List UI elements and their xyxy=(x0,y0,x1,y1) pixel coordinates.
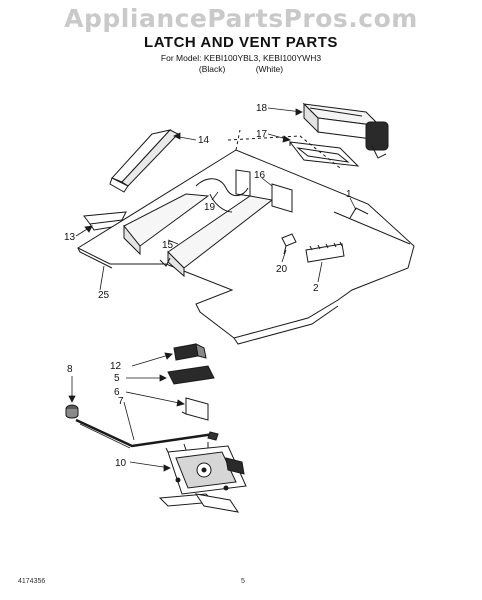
part-6-latch-bracket[interactable] xyxy=(181,397,209,421)
part-14-vent-duct[interactable] xyxy=(109,129,179,193)
part-17-vent-plate[interactable] xyxy=(288,141,360,167)
part-2-terminal-block[interactable] xyxy=(305,241,345,263)
page-number: 5 xyxy=(241,578,245,585)
part-8-knob[interactable] xyxy=(65,404,79,419)
leader-lines xyxy=(68,107,357,472)
callout-25: 25 xyxy=(98,290,110,301)
variant-white: (White) xyxy=(255,64,284,74)
callout-14: 14 xyxy=(198,135,210,146)
callout-19: 19 xyxy=(204,202,216,213)
diagram-title: LATCH AND VENT PARTS xyxy=(144,34,338,51)
callout-5: 5 xyxy=(114,373,120,384)
callout-15: 15 xyxy=(162,240,174,251)
part-20-clip[interactable] xyxy=(281,233,297,255)
callout-6: 6 xyxy=(114,387,120,398)
part-1-top-panel[interactable] xyxy=(76,129,415,345)
part-10-latch-assembly[interactable] xyxy=(158,442,247,513)
part-5-mount-plate[interactable] xyxy=(167,365,215,385)
callout-17: 17 xyxy=(256,129,268,140)
callout-1: 1 xyxy=(346,189,352,200)
variant-black: (Black) xyxy=(198,64,226,74)
part-12-latch-switch[interactable] xyxy=(173,343,207,361)
callout-16: 16 xyxy=(254,170,266,181)
watermark: AppliancePartsPros.com xyxy=(64,4,418,33)
model-numbers: For Model: KEBI100YBL3, KEBI100YWH3 xyxy=(160,53,322,63)
callout-20: 20 xyxy=(276,264,288,275)
part-16-bracket[interactable] xyxy=(235,169,293,213)
callout-18: 18 xyxy=(256,103,268,114)
callout-8: 8 xyxy=(67,364,73,375)
part-18-vent-motor[interactable] xyxy=(302,102,389,159)
document-number: 4174356 xyxy=(18,578,46,585)
model-variants: (Black) (White) xyxy=(0,64,482,74)
callout-10: 10 xyxy=(115,458,127,469)
callout-2: 2 xyxy=(313,283,319,294)
callout-labels: 18 17 14 16 19 1 13 15 20 2 25 12 8 5 6 … xyxy=(64,103,352,469)
callout-13: 13 xyxy=(64,232,76,243)
part-19-wire-harness[interactable] xyxy=(195,178,249,213)
part-7-latch-rod[interactable] xyxy=(75,418,219,449)
callout-12: 12 xyxy=(110,361,122,372)
callout-7: 7 xyxy=(118,396,124,407)
